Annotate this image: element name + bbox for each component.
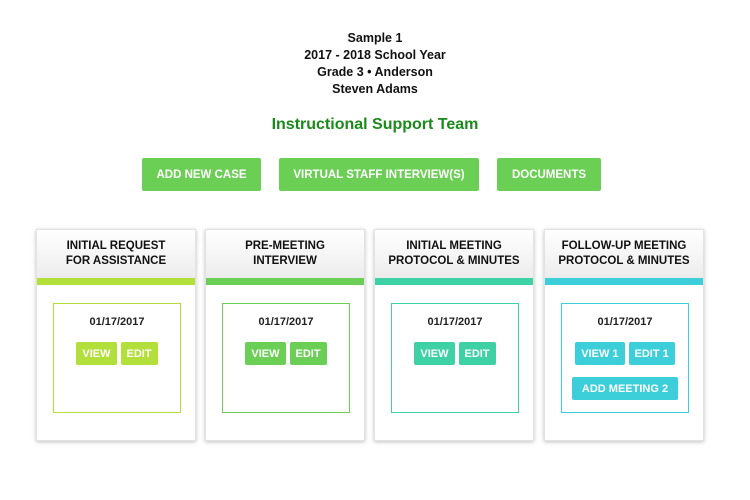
card-accent-bar	[37, 278, 195, 285]
card-title-line1: FOLLOW-UP MEETING	[561, 240, 687, 252]
card-header: INITIAL REQUEST FOR ASSISTANCE	[37, 230, 195, 278]
card-follow-up-meeting: FOLLOW-UP MEETING PROTOCOL & MINUTES 01/…	[544, 229, 704, 441]
card-header: INITIAL MEETING PROTOCOL & MINUTES	[375, 230, 533, 278]
card-header: PRE-MEETING INTERVIEW	[206, 230, 364, 278]
card-title-line2: INTERVIEW	[253, 255, 317, 267]
card-date: 01/17/2017	[258, 316, 314, 328]
card-body: 01/17/2017 VIEW EDIT	[222, 303, 350, 413]
view-1-button[interactable]: VIEW 1	[575, 342, 625, 365]
school-year: 2017 - 2018 School Year	[304, 48, 446, 62]
sample-label: Sample 1	[347, 31, 403, 45]
card-title-line2: PROTOCOL & MINUTES	[558, 255, 690, 267]
card-date: 01/17/2017	[597, 316, 653, 328]
add-new-case-button[interactable]: ADD NEW CASE	[142, 158, 261, 191]
card-date: 01/17/2017	[427, 316, 483, 328]
card-pre-meeting-interview: PRE-MEETING INTERVIEW 01/17/2017 VIEW ED…	[205, 229, 365, 441]
view-button[interactable]: VIEW	[76, 342, 117, 365]
grade-teacher: Grade 3 • Anderson	[317, 65, 433, 79]
student-name: Steven Adams	[332, 82, 418, 96]
card-accent-bar	[375, 278, 533, 285]
add-meeting-2-button[interactable]: ADD MEETING 2	[572, 377, 678, 400]
card-title-line1: INITIAL REQUEST	[66, 240, 166, 252]
card-accent-bar	[206, 278, 364, 285]
edit-button[interactable]: EDIT	[120, 342, 158, 365]
student-header: Sample 1 2017 - 2018 School Year Grade 3…	[0, 30, 750, 98]
card-body: 01/17/2017 VIEW EDIT	[391, 303, 519, 413]
view-button[interactable]: VIEW	[414, 342, 455, 365]
card-title-line1: PRE-MEETING	[245, 240, 325, 252]
card-header: FOLLOW-UP MEETING PROTOCOL & MINUTES	[545, 230, 703, 278]
card-body: 01/17/2017 VIEW EDIT	[53, 303, 181, 413]
card-title-line2: FOR ASSISTANCE	[65, 255, 167, 267]
card-date: 01/17/2017	[89, 316, 145, 328]
edit-button[interactable]: EDIT	[289, 342, 327, 365]
card-initial-meeting: INITIAL MEETING PROTOCOL & MINUTES 01/17…	[374, 229, 534, 441]
view-button[interactable]: VIEW	[245, 342, 286, 365]
edit-button[interactable]: EDIT	[458, 342, 496, 365]
card-title-line2: PROTOCOL & MINUTES	[388, 255, 520, 267]
documents-button[interactable]: DOCUMENTS	[497, 158, 601, 191]
virtual-staff-interview-button[interactable]: VIRTUAL STAFF INTERVIEW(S)	[279, 158, 479, 191]
card-title-line1: INITIAL MEETING	[406, 240, 502, 252]
card-initial-request: INITIAL REQUEST FOR ASSISTANCE 01/17/201…	[36, 229, 196, 441]
card-body: 01/17/2017 VIEW 1 EDIT 1 ADD MEETING 2	[561, 303, 689, 413]
page-title: Instructional Support Team	[271, 116, 479, 133]
edit-1-button[interactable]: EDIT 1	[628, 342, 675, 365]
card-accent-bar	[545, 278, 703, 285]
